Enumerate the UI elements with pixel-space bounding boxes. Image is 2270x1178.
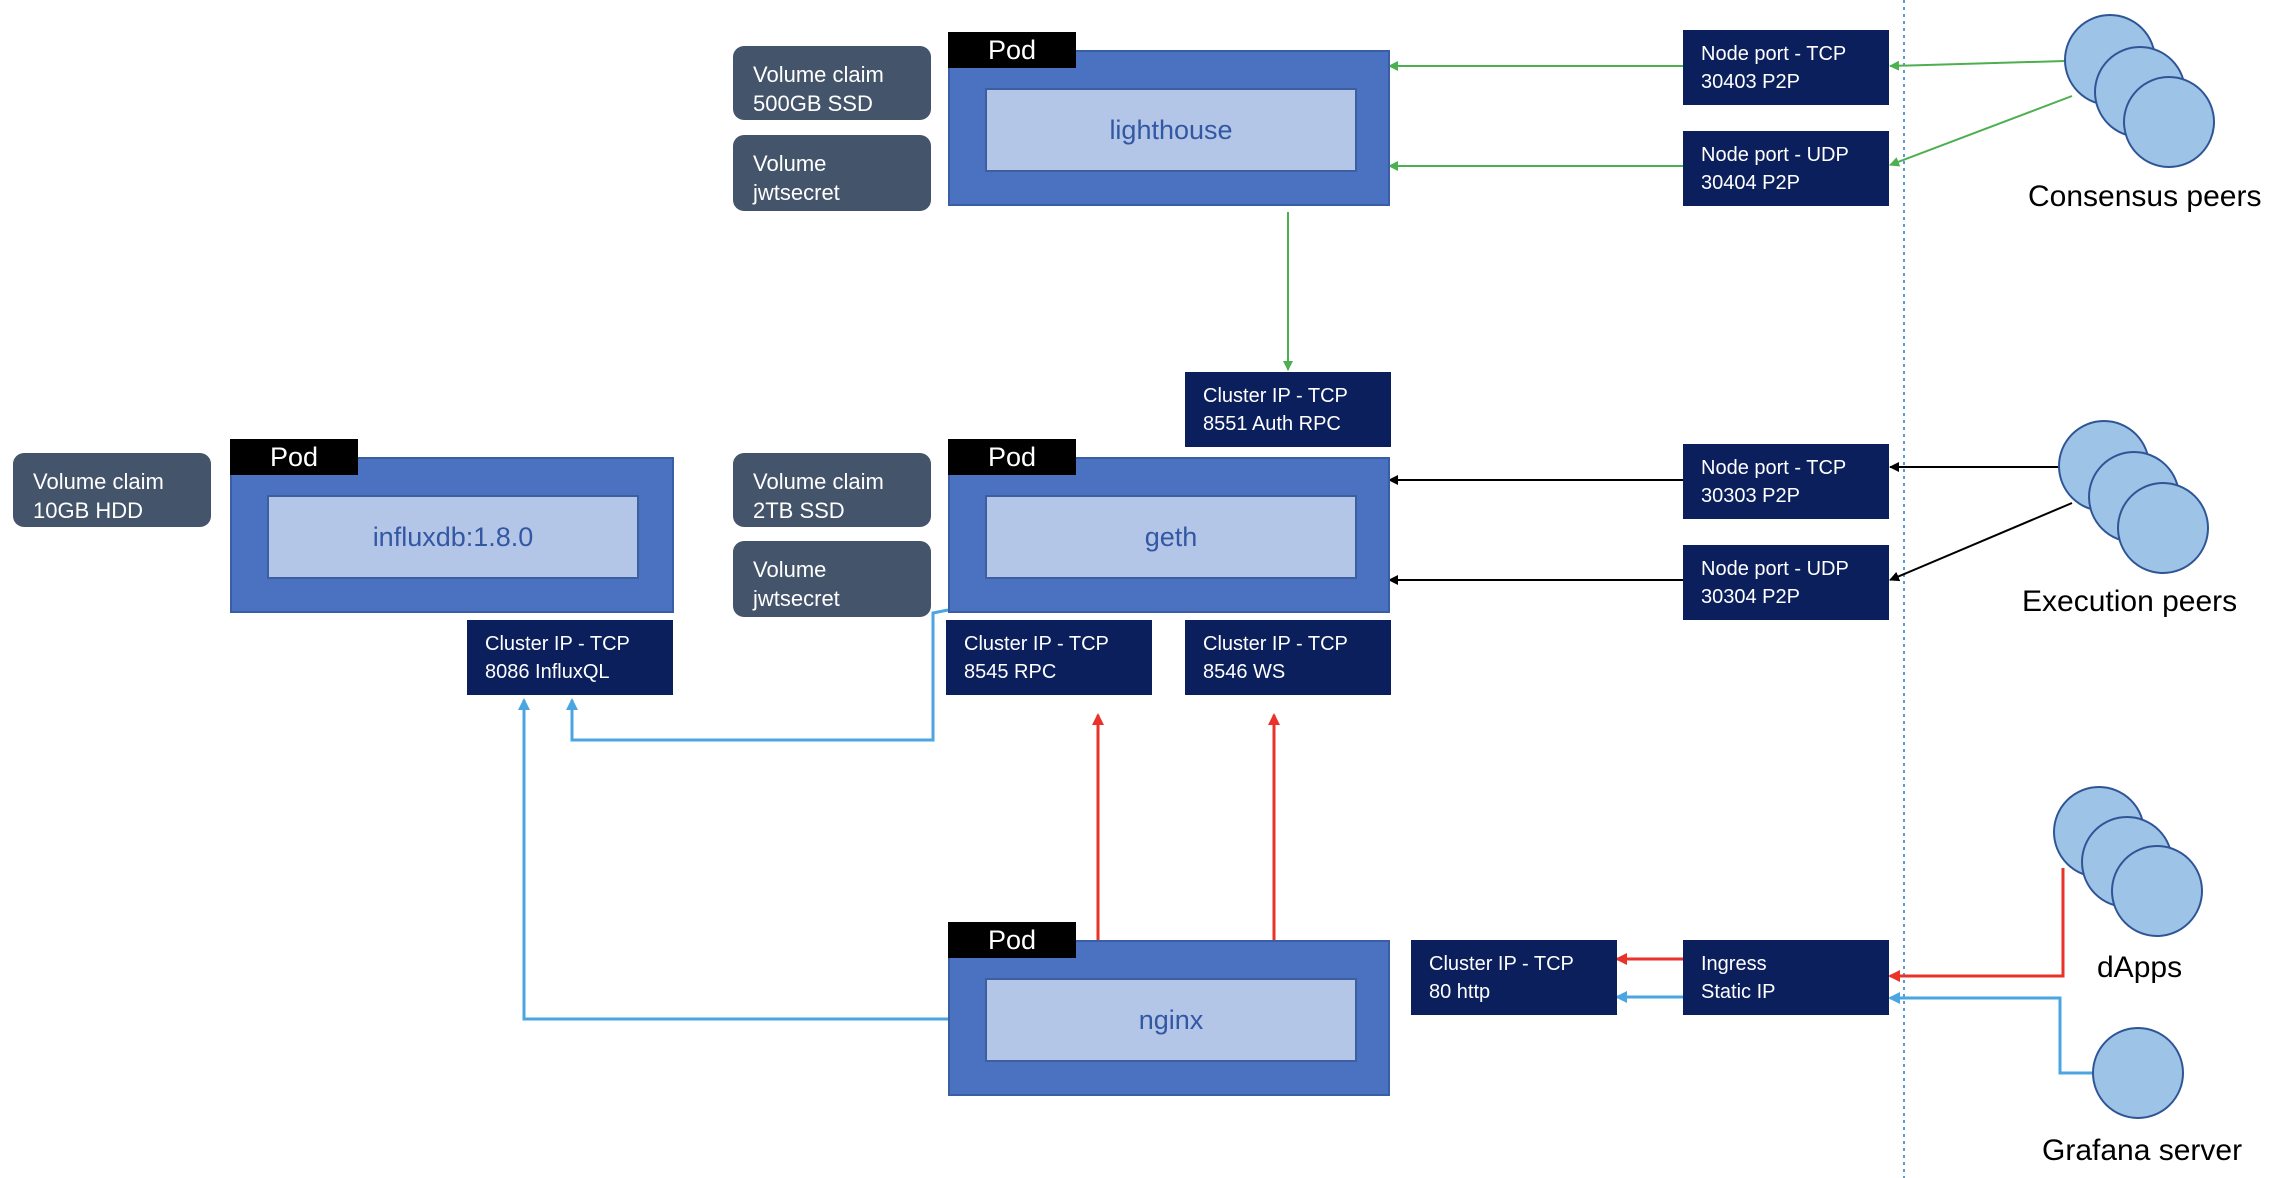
volume-detail: 500GB SSD — [753, 91, 873, 116]
service-type: Node port - TCP — [1701, 457, 1847, 479]
dapps-label: dApps — [2097, 951, 2183, 984]
volume-detail: 10GB HDD — [33, 498, 144, 523]
service-port: 30403 P2P — [1701, 71, 1800, 93]
volume-title: Volume — [753, 151, 827, 176]
geth-nodeport-tcp: Node port - TCP 30303 P2P — [1683, 444, 1889, 519]
service-type: Cluster IP - TCP — [964, 633, 1109, 655]
geth-volume-jwtsecret: Volume jwtsecret — [733, 541, 931, 617]
geth-rpc-service: Cluster IP - TCP 8545 RPC — [946, 620, 1152, 695]
service-port: 30404 P2P — [1701, 172, 1800, 194]
volume-title: Volume claim — [753, 469, 884, 494]
service-port: 8545 RPC — [964, 661, 1057, 683]
grafana-server-icon — [2092, 1027, 2184, 1119]
ingress-static-ip: Ingress Static IP — [1683, 940, 1889, 1015]
geth-container: geth — [985, 495, 1357, 579]
lighthouse-nodeport-udp: Node port - UDP 30404 P2P — [1683, 131, 1889, 206]
volume-title: Volume claim — [33, 469, 164, 494]
lighthouse-pod-tag: Pod — [948, 32, 1076, 68]
service-type: Cluster IP - TCP — [1203, 633, 1348, 655]
service-port: 8546 WS — [1203, 661, 1286, 683]
service-type: Node port - UDP — [1701, 144, 1849, 166]
lighthouse-volume-claim: Volume claim 500GB SSD — [733, 46, 931, 120]
volume-detail: jwtsecret — [753, 586, 840, 611]
service-port: 30304 P2P — [1701, 586, 1800, 608]
grafana-server-label: Grafana server — [2042, 1134, 2243, 1167]
lighthouse-nodeport-tcp: Node port - TCP 30403 P2P — [1683, 30, 1889, 105]
geth-volume-claim: Volume claim 2TB SSD — [733, 453, 931, 527]
nginx-pod: nginx — [948, 940, 1390, 1096]
influxdb-container: influxdb:1.8.0 — [267, 495, 639, 579]
geth-auth-rpc-service: Cluster IP - TCP 8551 Auth RPC — [1185, 372, 1391, 447]
execution-peers-label: Execution peers — [2022, 585, 2238, 618]
influxdb-pod: influxdb:1.8.0 — [230, 457, 674, 613]
service-port: 80 http — [1429, 981, 1491, 1003]
geth-pod: geth — [948, 457, 1390, 613]
service-port: 30303 P2P — [1701, 485, 1800, 507]
volume-title: Volume — [753, 557, 827, 582]
service-type: Cluster IP - TCP — [1203, 385, 1348, 407]
service-type: Cluster IP - TCP — [1429, 953, 1574, 975]
geth-nodeport-udp: Node port - UDP 30304 P2P — [1683, 545, 1889, 620]
volume-detail: jwtsecret — [753, 180, 840, 205]
geth-ws-service: Cluster IP - TCP 8546 WS — [1185, 620, 1391, 695]
lighthouse-volume-jwtsecret: Volume jwtsecret — [733, 135, 931, 211]
volume-detail: 2TB SSD — [753, 498, 845, 523]
nginx-container: nginx — [985, 978, 1357, 1062]
service-type: Node port - UDP — [1701, 558, 1849, 580]
nginx-http-service: Cluster IP - TCP 80 http — [1411, 940, 1617, 1015]
nginx-pod-tag: Pod — [948, 922, 1076, 958]
service-type: Ingress — [1701, 953, 1767, 975]
service-type: Node port - TCP — [1701, 43, 1847, 65]
dapps-icon — [2053, 786, 2203, 937]
geth-pod-tag: Pod — [948, 439, 1076, 475]
influxdb-pod-tag: Pod — [230, 439, 358, 475]
consensus-peers-icon — [2064, 14, 2215, 168]
influxdb-volume-claim: Volume claim 10GB HDD — [13, 453, 211, 527]
service-port: Static IP — [1701, 981, 1776, 1003]
execution-peers-icon — [2058, 420, 2209, 574]
lighthouse-pod: lighthouse — [948, 50, 1390, 206]
volume-title: Volume claim — [753, 62, 884, 87]
consensus-peers-label: Consensus peers — [2028, 180, 2262, 213]
lighthouse-container: lighthouse — [985, 88, 1357, 172]
service-port: 8551 Auth RPC — [1203, 413, 1341, 435]
